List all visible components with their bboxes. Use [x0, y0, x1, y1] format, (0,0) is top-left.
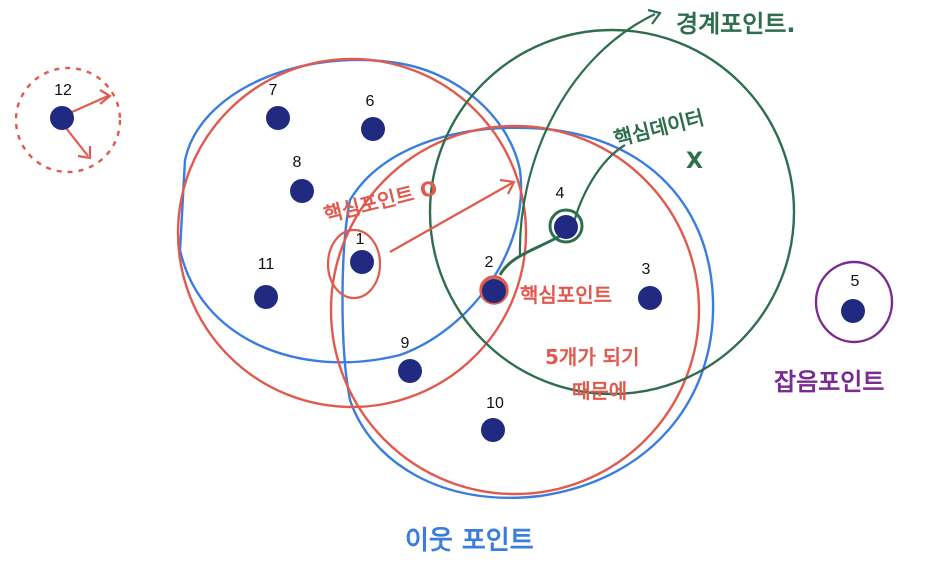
point-p10	[481, 418, 505, 442]
border-circle-point-4	[428, 28, 796, 396]
arrow-12-right	[71, 94, 109, 114]
core-circle-point-1	[176, 57, 528, 409]
arrow-1-to-2-head	[499, 178, 516, 195]
point-p9	[398, 359, 422, 383]
annotation-neighbor-point: 이웃 포인트	[405, 526, 534, 556]
point-4-highlight	[548, 208, 584, 244]
point-label-5: 5	[851, 273, 860, 290]
neighbor-outline-right	[341, 126, 715, 499]
annotation-reason-line1: 5개가 되기	[545, 345, 639, 369]
green-link-4-2	[498, 234, 561, 276]
core-circle-point-2	[329, 124, 701, 496]
noise-dotted-circle	[14, 66, 122, 174]
annotation-reason-line2: 때문에	[572, 379, 627, 403]
arrow-12-right-head	[99, 89, 112, 105]
noise-circle-point-5	[814, 260, 894, 344]
annotation-border-point: 경계포인트.	[676, 10, 796, 38]
point-p7	[266, 106, 290, 130]
point-p8	[290, 179, 314, 203]
point-label-2: 2	[485, 254, 494, 271]
annotation-core-point-2: 핵심포인트	[520, 283, 612, 307]
arrow-12-down	[65, 127, 89, 157]
point-label-6: 6	[366, 93, 375, 110]
point-p2	[482, 279, 506, 303]
point-p6	[361, 117, 385, 141]
point-p11	[254, 285, 278, 309]
point-label-1: 1	[356, 231, 365, 248]
arrow-12-down-head	[77, 146, 92, 160]
point-label-12: 12	[54, 82, 72, 99]
green-curve-to-not-core	[570, 144, 626, 231]
point-p12	[50, 106, 74, 130]
point-label-7: 7	[269, 82, 278, 99]
point-label-4: 4	[556, 185, 565, 202]
annotation-not-core-mark: X	[686, 149, 703, 174]
point-label-11: 11	[258, 256, 275, 273]
point-p4	[554, 215, 578, 239]
point-label-8: 8	[293, 154, 302, 171]
arrow-1-to-2	[389, 182, 513, 253]
point-label-3: 3	[642, 261, 651, 278]
green-curve-to-border-label	[518, 13, 656, 256]
point-1-highlight	[326, 228, 382, 300]
annotation-not-core: 핵심데이터	[611, 105, 706, 151]
point-label-9: 9	[401, 335, 410, 352]
point-p5	[841, 299, 865, 323]
point-p3	[638, 286, 662, 310]
point-label-10: 10	[486, 395, 504, 412]
green-arrow-head	[647, 8, 662, 25]
annotation-noise-point: 잡음포인트	[774, 368, 884, 396]
point-p1	[350, 250, 374, 274]
